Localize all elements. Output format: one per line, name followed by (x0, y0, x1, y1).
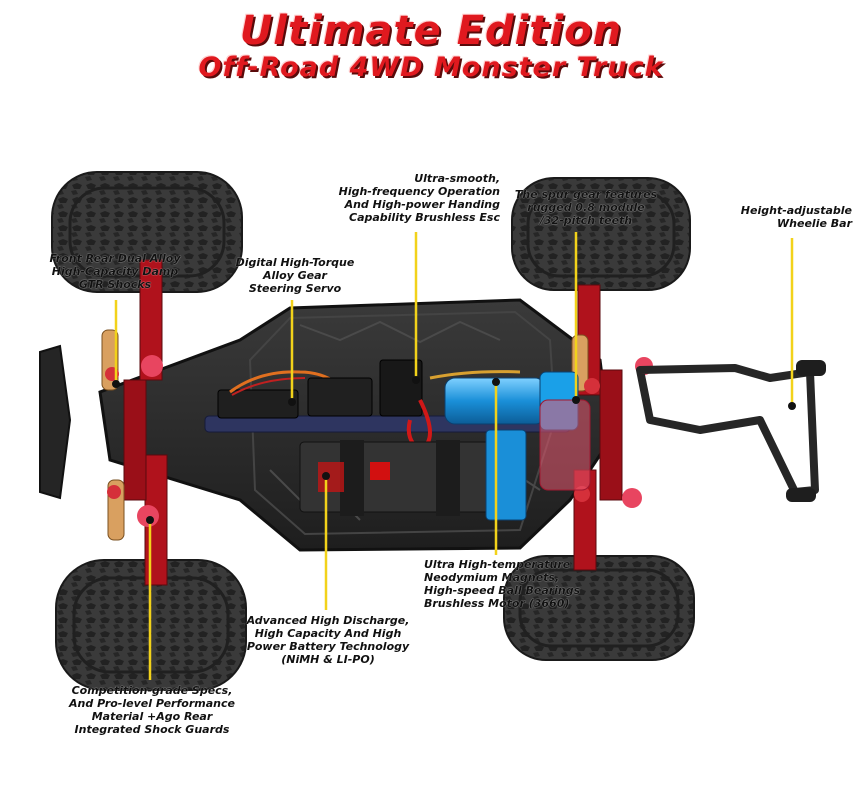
callout-lines (114, 232, 794, 680)
callout-shocks: Front Rear Dual Alloy High-Capacity Damp… (46, 252, 184, 291)
front-bumper (39, 344, 72, 500)
callout-spur-gear-line: rugged 0.8 module (527, 201, 645, 214)
callout-servo: Digital High-Torque Alloy Gear Steering … (230, 256, 360, 295)
tire-rear-right (503, 555, 695, 661)
callout-wheelie-bar-line: Height-adjustable (740, 204, 852, 217)
title-line-2: Off-Road 4WD Monster Truck (198, 52, 664, 83)
callout-specs-line: Material +Ago Rear (91, 710, 213, 723)
callout-shocks-line: Front Rear Dual Alloy (49, 252, 181, 265)
callout-servo-line: Digital High-Torque (235, 256, 355, 269)
callout-motor-line: Brushless Motor (3660) (424, 597, 570, 610)
callout-battery: Advanced High Discharge, High Capacity A… (240, 614, 416, 666)
callout-specs: Competition-grade Specs, And Pro-level P… (64, 684, 240, 736)
callout-dots (112, 376, 796, 524)
callout-battery-line: High Capacity And High (254, 627, 402, 640)
callout-motor-line: Neodymium Magnets, (424, 571, 560, 584)
callout-servo-line: Steering Servo (248, 282, 342, 295)
callout-esc-line: Ultra-smooth, (414, 172, 500, 185)
tire-front-right (511, 177, 691, 291)
callout-motor-line: High-speed Ball Bearings (424, 584, 581, 597)
callout-spur-gear: The spur gear features rugged 0.8 module… (506, 188, 666, 227)
wheelie-bar (636, 360, 826, 502)
callout-wheelie-bar: Height-adjustable Wheelie Bar (730, 204, 852, 230)
callout-motor: Ultra High-temperature Neodymium Magnets… (424, 558, 594, 610)
callout-battery-line: Advanced High Discharge, (246, 614, 410, 627)
callout-battery-line: (NiMH & LI-PO) (281, 653, 375, 666)
callout-specs-line: And Pro-level Performance (69, 697, 235, 710)
title-line-1: Ultimate Edition (239, 8, 623, 54)
callout-battery-line: Power Battery Technology (246, 640, 410, 653)
callout-spur-gear-line: The spur gear features (514, 188, 658, 201)
callout-esc-line: High-frequency Operation (338, 185, 500, 198)
callout-shocks-line: High-Capacity Damp (51, 265, 179, 278)
esc (307, 359, 521, 453)
callout-servo-line: Alloy Gear (263, 269, 327, 282)
callout-spur-gear-line: /32-pitch teeth (539, 214, 633, 227)
callout-shocks-line: GTR Shocks (78, 278, 152, 291)
callout-esc-line: Capability Brushless Esc (349, 211, 500, 224)
callout-wheelie-bar-line: Wheelie Bar (777, 217, 852, 230)
callout-esc: Ultra-smooth, High-frequency Operation A… (328, 172, 500, 224)
callout-specs-line: Integrated Shock Guards (74, 723, 230, 736)
callout-esc-line: And High-power Handing (344, 198, 500, 211)
battery (299, 429, 527, 521)
callout-specs-line: Competition-grade Specs, (71, 684, 233, 697)
callout-motor-line: Ultra High-temperature (424, 558, 571, 571)
